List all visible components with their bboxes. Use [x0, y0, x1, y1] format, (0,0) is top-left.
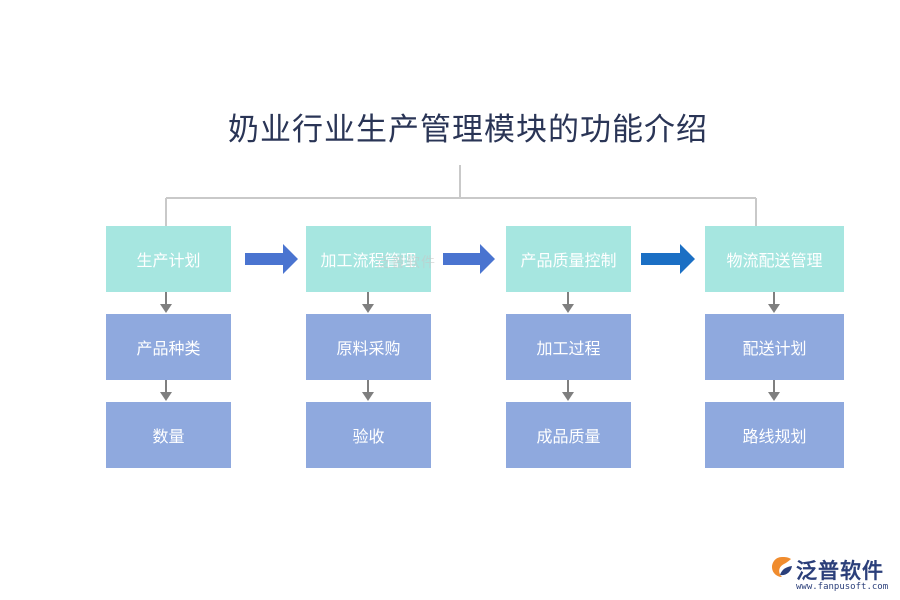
node-logistics: 物流配送管理: [705, 226, 844, 292]
watermark: 泛普软件: [376, 255, 436, 271]
node-quality-control: 产品质量控制: [506, 226, 631, 292]
down-arrow: [362, 292, 374, 401]
down-arrow: [562, 292, 574, 401]
logo-url: www.fanpusoft.com: [796, 582, 889, 592]
logo-name: 泛普软件: [796, 559, 884, 583]
node-quantity: 数量: [106, 402, 231, 468]
brand-logo: 泛普软件 www.fanpusoft.com: [770, 555, 895, 595]
node-product-types: 产品种类: [106, 314, 231, 380]
node-finished-quality: 成品质量: [506, 402, 631, 468]
node-route-planning: 路线规划: [705, 402, 844, 468]
flow-arrow-3: [641, 244, 695, 274]
flow-arrow-2: [443, 244, 495, 274]
node-acceptance: 验收: [306, 402, 431, 468]
node-processing: 加工过程: [506, 314, 631, 380]
node-production-plan: 生产计划: [106, 226, 231, 292]
diagram-title: 奶业行业生产管理模块的功能介绍: [228, 112, 708, 148]
flow-arrow-1: [245, 244, 298, 274]
logo-icon: [772, 557, 792, 577]
down-arrow: [160, 292, 172, 401]
node-delivery-plan: 配送计划: [705, 314, 844, 380]
down-arrow: [768, 292, 780, 401]
node-raw-material-purchase: 原料采购: [306, 314, 431, 380]
node-process-management: 加工流程管理: [306, 226, 431, 292]
